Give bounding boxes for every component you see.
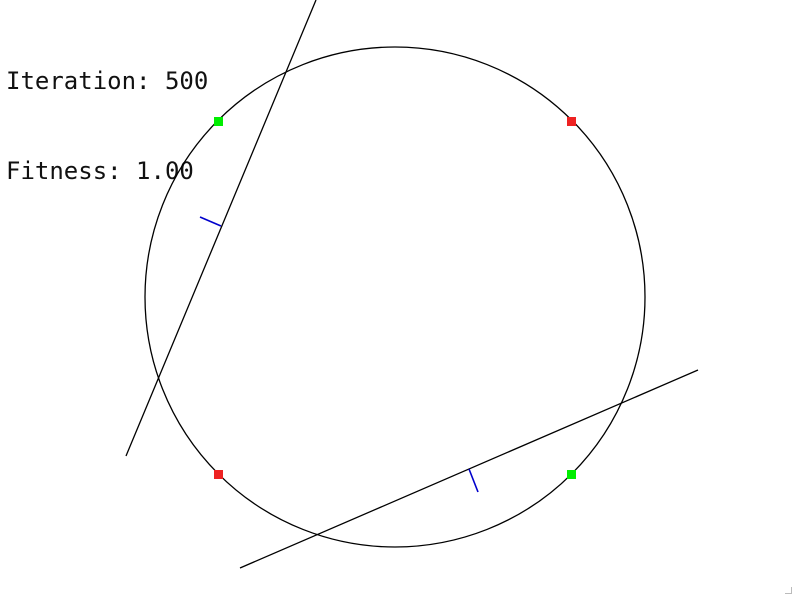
iteration-row: Iteration: 500 bbox=[6, 66, 208, 96]
fitness-label: Fitness: bbox=[6, 157, 122, 185]
point-upper-right bbox=[567, 117, 576, 126]
divider-line-1 bbox=[125, 0, 317, 457]
point-lower-left bbox=[214, 470, 223, 479]
resize-grip-icon[interactable] bbox=[785, 587, 792, 594]
normal-tick-1 bbox=[199, 216, 222, 227]
normal-tick-2 bbox=[468, 468, 479, 493]
iteration-label: Iteration: bbox=[6, 67, 151, 95]
point-lower-right bbox=[567, 470, 576, 479]
iteration-value: 500 bbox=[164, 67, 209, 95]
point-upper-left bbox=[214, 117, 223, 126]
boundary-circle bbox=[144, 46, 646, 548]
